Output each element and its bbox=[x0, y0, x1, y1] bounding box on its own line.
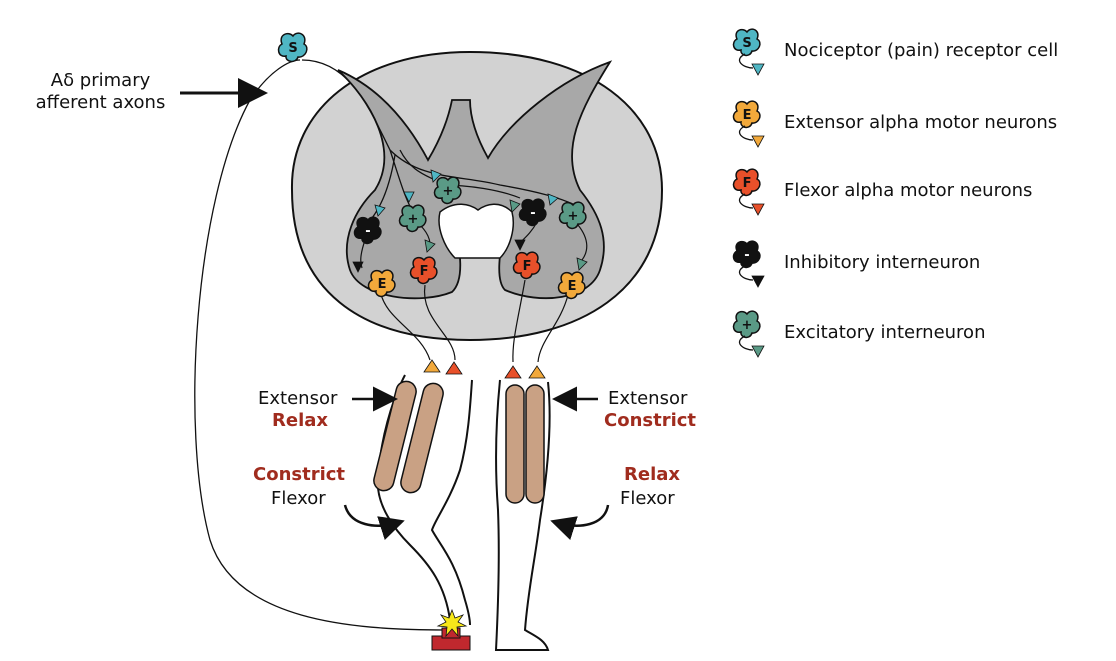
svg-text:E: E bbox=[743, 108, 752, 123]
svg-text:-: - bbox=[744, 248, 749, 263]
legend-nociceptor-icon: S bbox=[734, 29, 764, 75]
svg-text:E: E bbox=[568, 279, 577, 294]
svg-text:F: F bbox=[420, 264, 429, 279]
svg-text:S: S bbox=[742, 36, 751, 51]
svg-text:-: - bbox=[365, 224, 370, 239]
right-extensor-action: Constrict bbox=[604, 410, 696, 432]
central-canal bbox=[439, 204, 513, 258]
spinal-cord bbox=[292, 52, 662, 340]
left-flexor-terminal bbox=[446, 362, 462, 374]
right-flexor-action: Relax bbox=[624, 464, 680, 486]
legend-flexor-icon: F bbox=[734, 169, 764, 215]
svg-text:+: + bbox=[568, 209, 579, 224]
right-flexor-terminal bbox=[505, 366, 521, 378]
afferent-label-line2: afferent axons bbox=[18, 92, 183, 114]
svg-text:-: - bbox=[530, 206, 535, 221]
legend-symbols: S E F - + bbox=[734, 29, 764, 357]
legend-extensor-icon: E bbox=[734, 101, 764, 147]
legend-extensor-label: Extensor alpha motor neurons bbox=[784, 112, 1057, 133]
nociceptor-cell: S bbox=[279, 33, 307, 61]
svg-text:+: + bbox=[742, 318, 753, 333]
right-extensor-terminal bbox=[529, 366, 545, 378]
svg-text:+: + bbox=[443, 184, 454, 199]
left-flexor-label: Flexor bbox=[271, 488, 326, 510]
svg-text:+: + bbox=[408, 212, 419, 227]
right-extensor-label: Extensor bbox=[608, 388, 687, 410]
svg-text:S: S bbox=[288, 41, 297, 56]
svg-text:F: F bbox=[523, 259, 532, 274]
left-leg bbox=[372, 375, 472, 625]
svg-text:F: F bbox=[743, 176, 752, 191]
legend-nociceptor-label: Nociceptor (pain) receptor cell bbox=[784, 40, 1058, 61]
legend-inhibitory-icon: - bbox=[734, 241, 764, 287]
left-extensor-terminal bbox=[424, 360, 440, 372]
left-extensor-label: Extensor bbox=[258, 388, 337, 410]
legend-excitatory-label: Excitatory interneuron bbox=[784, 322, 985, 343]
svg-text:E: E bbox=[378, 277, 387, 292]
legend-excitatory-icon: + bbox=[734, 311, 764, 357]
legend-inhibitory-label: Inhibitory interneuron bbox=[784, 252, 980, 273]
right-flexor-label: Flexor bbox=[620, 488, 675, 510]
left-flexor-action: Constrict bbox=[253, 464, 345, 486]
afferent-label-line1: Aδ primary bbox=[18, 70, 183, 92]
right-extensor-muscle bbox=[526, 385, 544, 503]
right-flexor-muscle bbox=[506, 385, 524, 503]
right-leg bbox=[496, 380, 550, 650]
afferent-axons-label: Aδ primary afferent axons bbox=[18, 70, 183, 114]
left-extensor-action: Relax bbox=[272, 410, 328, 432]
legend-flexor-label: Flexor alpha motor neurons bbox=[784, 180, 1032, 201]
